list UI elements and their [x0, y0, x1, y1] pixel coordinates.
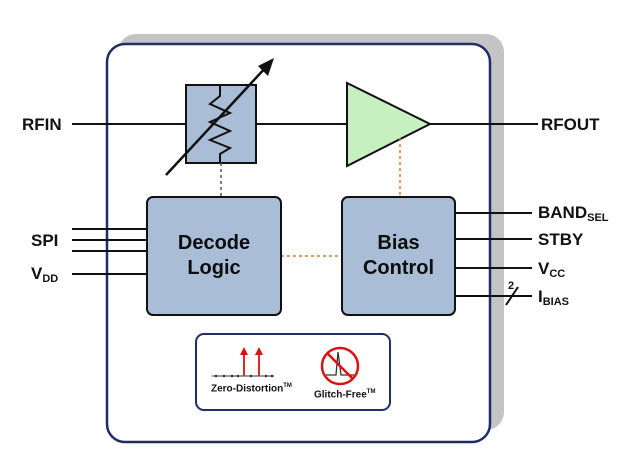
glitch-free-text: Glitch-Free	[314, 389, 367, 401]
zero-distortion-tm: TM	[283, 383, 292, 389]
rfout-label: RFOUT	[541, 115, 600, 134]
glitch-free-logo	[320, 346, 360, 386]
ibias-bus-width: 2	[508, 280, 514, 292]
vcc-label-main: V	[538, 259, 550, 278]
variable-attenuator	[165, 58, 274, 176]
decode-logic-block	[146, 196, 282, 316]
decode-logic-text: Decode Logic	[147, 231, 281, 281]
bandsel-label-main: BAND	[538, 203, 588, 222]
ibias-label: IBIAS	[538, 288, 569, 308]
bias-control-block	[341, 196, 456, 316]
glitch-free-caption: Glitch-FreeTM	[314, 389, 375, 400]
decode-logic-line2: Logic	[187, 257, 241, 279]
bandsel-label-sub: SEL	[587, 212, 609, 224]
ibias-bus-slash	[505, 286, 519, 306]
bias-control-text: Bias Control	[342, 231, 455, 281]
ibias-label-main: I	[538, 287, 543, 306]
bandsel-label: BANDSEL	[538, 204, 609, 224]
zero-distortion-text: Zero-Distortion	[211, 383, 284, 395]
stby-label: STBY	[538, 230, 584, 249]
glitch-free-tm: TM	[366, 389, 376, 395]
rfin-label: RFIN	[22, 115, 62, 134]
vdd-label: VDD	[31, 265, 58, 285]
bias-control-line2: Control	[362, 257, 435, 279]
vcc-label-sub: CC	[549, 268, 566, 280]
zero-distortion-logo	[212, 347, 274, 378]
decode-logic-line1: Decode	[177, 232, 251, 254]
amplifier-triangle	[346, 81, 433, 168]
bias-control-line1: Bias	[377, 232, 420, 254]
vcc-label: VCC	[538, 260, 565, 280]
vdd-label-sub: DD	[42, 273, 59, 285]
vdd-label-main: V	[31, 264, 43, 283]
spi-label: SPI	[31, 231, 59, 250]
zero-distortion-caption: Zero-DistortionTM	[211, 383, 292, 394]
ibias-label-sub: BIAS	[542, 296, 570, 308]
